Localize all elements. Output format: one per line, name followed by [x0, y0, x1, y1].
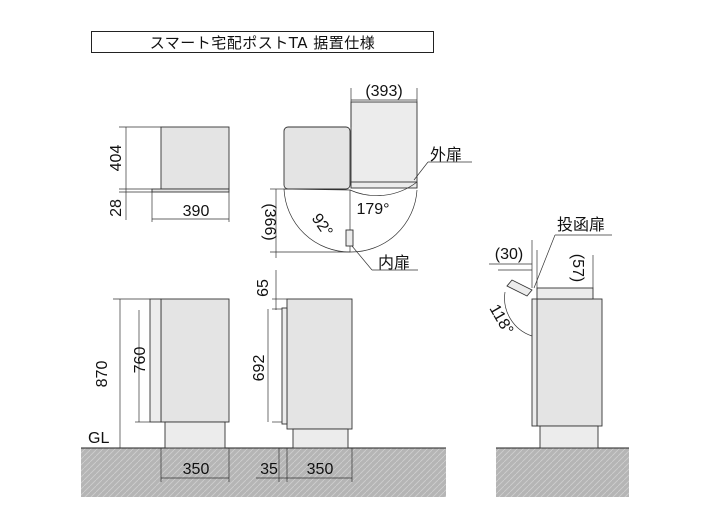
side-base [292, 428, 349, 449]
inner-door-leaf [345, 229, 354, 247]
right-base [539, 425, 599, 449]
front-base [164, 421, 226, 449]
side-door-edge [281, 307, 288, 425]
plan-body [283, 126, 351, 190]
outer-door-angle-label: 179° [356, 201, 389, 218]
drop-door-angle-label: 118° [486, 302, 517, 338]
front-view: 870 760 350 [94, 298, 230, 482]
right-body [536, 298, 603, 427]
drop-door-swing-arc [504, 291, 533, 337]
plan-open-width-label: (393) [365, 83, 402, 100]
inner-door-label: 内扉 [378, 254, 410, 272]
side-view: 65 692 35 350 [251, 270, 353, 482]
top-view: 404 28 390 [108, 126, 230, 222]
diagram-title: スマート宅配ポストTA 据置仕様 [91, 31, 434, 53]
side-top-label: 65 [255, 279, 272, 297]
ground: GL [81, 430, 629, 497]
right-view: (30) (57) 118° 投函扉 [486, 216, 612, 449]
top-width-label: 390 [183, 203, 210, 220]
outer-door-open [350, 101, 418, 188]
side-height-label: 692 [251, 355, 268, 382]
title-text: スマート宅配ポストTA 据置仕様 [149, 33, 376, 52]
ground-level-label: GL [88, 430, 109, 447]
outer-door-swing-arc [349, 181, 418, 196]
plan-view: (393) (366) 179° 92° 外扉 内扉 [261, 83, 472, 272]
side-body [286, 298, 353, 430]
outer-door-hinge-bar [350, 181, 418, 189]
right-front-panel [531, 298, 538, 427]
plan-depth-label: (366) [261, 203, 278, 240]
front-body-height-label: 760 [132, 347, 149, 374]
right-lid-label: (57) [569, 254, 586, 282]
front-body [160, 298, 230, 423]
drop-door-label: 投函扉 [557, 216, 605, 234]
top-view-body [160, 126, 230, 190]
top-base-label: 28 [108, 199, 125, 217]
right-offset-label: (30) [495, 246, 523, 263]
front-total-height-label: 870 [94, 361, 111, 388]
top-height-label: 404 [108, 145, 125, 172]
drop-door-leaf [506, 279, 533, 297]
side-offset-label: 35 [260, 461, 278, 478]
outer-swing-outer-arc [349, 189, 418, 253]
side-width-label: 350 [307, 461, 334, 478]
right-top-lid [536, 287, 594, 300]
top-view-base [151, 188, 230, 193]
front-side-panel [149, 298, 162, 423]
outer-door-label: 外扉 [430, 146, 462, 164]
front-width-label: 350 [183, 461, 210, 478]
inner-door-angle-label: 92° [308, 211, 336, 241]
